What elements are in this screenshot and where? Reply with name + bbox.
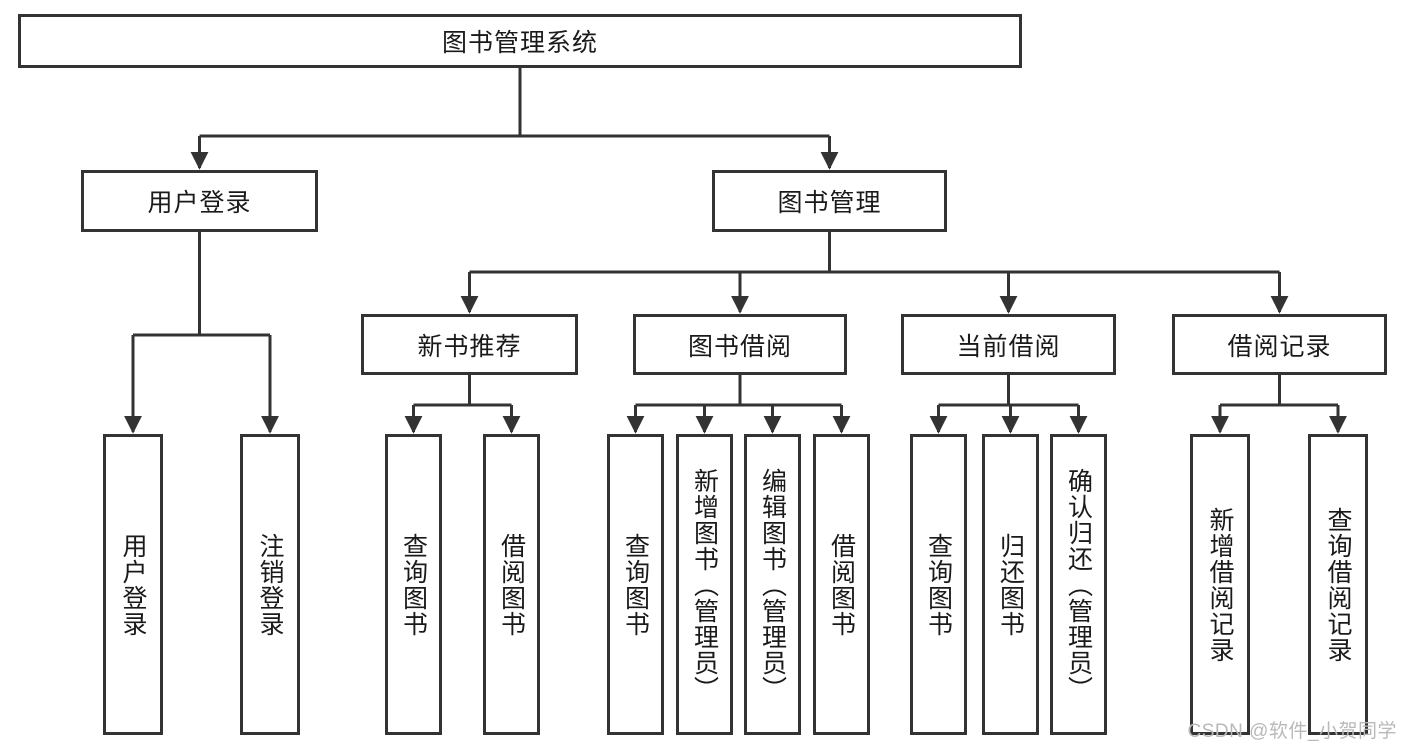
node-level3-2[interactable]: 当前借阅: [901, 314, 1116, 375]
node-label: 编辑图书（管理员）: [758, 467, 787, 702]
node-label: 归还图书: [996, 532, 1025, 637]
node-leaf-1[interactable]: 注销登录: [240, 434, 300, 735]
node-label: 借阅图书: [497, 532, 526, 637]
node-level2-0[interactable]: 用户登录: [81, 170, 318, 232]
csdn-watermark: CSDN @软件_小贺同学: [1187, 721, 1397, 742]
node-leaf-10[interactable]: 确认归还（管理员）: [1050, 434, 1107, 735]
node-label: 注销登录: [256, 532, 284, 637]
node-leaf-4[interactable]: 查询图书: [607, 434, 664, 735]
node-leaf-0[interactable]: 用户登录: [103, 434, 163, 735]
node-level3-1[interactable]: 图书借阅: [633, 314, 847, 375]
node-label: 借阅记录: [1227, 332, 1332, 361]
node-label: 图书管理系统: [441, 29, 598, 57]
node-leaf-12[interactable]: 查询借阅记录: [1308, 434, 1368, 735]
node-label: 确认归还（管理员）: [1064, 467, 1093, 702]
node-label: 新增图书（管理员）: [690, 467, 719, 702]
node-label: 新书推荐: [417, 332, 522, 361]
node-label: 查询图书: [924, 532, 953, 637]
node-leaf-3[interactable]: 借阅图书: [483, 434, 540, 735]
node-label: 当前借阅: [956, 332, 1061, 361]
node-label: 查询图书: [399, 532, 428, 637]
node-leaf-5[interactable]: 新增图书（管理员）: [676, 434, 733, 735]
node-label: 查询借阅记录: [1324, 506, 1352, 663]
node-leaf-2[interactable]: 查询图书: [385, 434, 442, 735]
node-leaf-7[interactable]: 借阅图书: [813, 434, 870, 735]
node-leaf-8[interactable]: 查询图书: [910, 434, 967, 735]
node-level3-0[interactable]: 新书推荐: [361, 314, 578, 375]
node-label: 用户登录: [147, 189, 252, 217]
node-label: 借阅图书: [827, 532, 856, 637]
node-level2-1[interactable]: 图书管理: [712, 170, 947, 232]
node-leaf-11[interactable]: 新增借阅记录: [1190, 434, 1250, 735]
node-label: 用户登录: [119, 532, 147, 637]
node-label: 图书管理: [777, 189, 882, 217]
node-leaf-6[interactable]: 编辑图书（管理员）: [744, 434, 801, 735]
node-label: 新增借阅记录: [1206, 506, 1234, 663]
node-level3-3[interactable]: 借阅记录: [1172, 314, 1387, 375]
node-label: 图书借阅: [687, 332, 792, 361]
node-root-system[interactable]: 图书管理系统: [18, 14, 1022, 68]
node-label: 查询图书: [621, 532, 650, 637]
node-leaf-9[interactable]: 归还图书: [982, 434, 1039, 735]
